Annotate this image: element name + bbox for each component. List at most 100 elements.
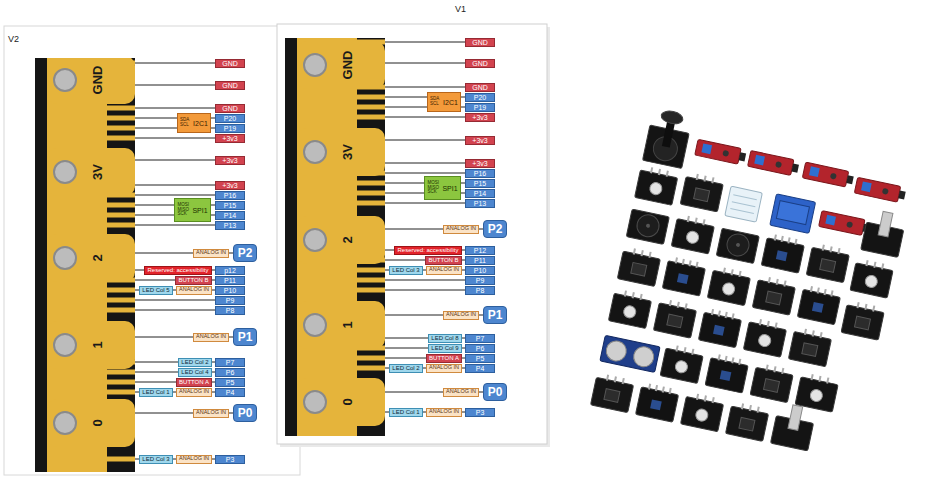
sensor-module xyxy=(750,362,794,402)
led-column-label: LED Col 3 xyxy=(389,266,423,275)
gold-finger xyxy=(357,356,385,361)
led-column-label-text: LED Col 1 xyxy=(392,409,419,415)
pin-label: P7 xyxy=(215,358,245,367)
pin-wire xyxy=(135,138,215,139)
sensor-module xyxy=(591,372,635,412)
pin-label: P20 xyxy=(215,114,245,123)
sensor-module xyxy=(636,382,680,422)
sensor-module xyxy=(761,233,805,273)
pin-label-text: p12 xyxy=(224,267,236,274)
gold-finger xyxy=(107,203,135,208)
led-column-label: LED Col 1 xyxy=(139,388,173,397)
pin-wire xyxy=(135,185,215,186)
sensor-module xyxy=(705,353,749,393)
reserved-label-text: Reserved: accessibility xyxy=(147,267,208,273)
pin-label-text: P20 xyxy=(474,94,486,101)
sensor-module xyxy=(680,172,724,212)
led-column-label-text: LED Col 8 xyxy=(431,335,458,341)
pin-hole xyxy=(304,229,326,251)
button-label-text: BUTTON B xyxy=(428,257,458,263)
led-column-label-text: LED Col 2 xyxy=(392,365,419,371)
pin-ring-name: 2 xyxy=(91,254,104,261)
pin-label-text: P12 xyxy=(474,247,486,254)
panel-card xyxy=(277,24,547,444)
gold-finger xyxy=(107,136,135,141)
sensor-kit-photo xyxy=(591,107,918,460)
pin-hole xyxy=(54,334,76,356)
pin-label-text: P3 xyxy=(226,456,235,463)
sensor-module xyxy=(681,392,725,432)
pin-label: P8 xyxy=(465,286,495,295)
led-column-label: LED Col 5 xyxy=(139,286,173,295)
pin-wire xyxy=(135,160,215,161)
led-column-label: LED Col 3 xyxy=(139,455,173,464)
power-pin-label-text: +3v3 xyxy=(222,182,237,189)
analog-in-tag-text: ANALOG IN xyxy=(429,267,459,273)
pin-wire xyxy=(385,280,465,281)
pin-label-text: P6 xyxy=(476,345,485,352)
pin-label: p12 xyxy=(215,266,245,275)
analog-in-tag: ANALOG IN xyxy=(443,225,479,234)
pin-wire xyxy=(135,225,215,226)
pin-wire xyxy=(385,173,465,174)
analog-in-tag-text: ANALOG IN xyxy=(196,410,226,416)
pin-label-text: P19 xyxy=(474,104,486,111)
button-label: BUTTON A xyxy=(426,354,462,363)
version-label: V1 xyxy=(455,4,466,14)
sensor-module xyxy=(795,372,839,412)
gold-finger xyxy=(107,213,135,218)
pin-label-text: P7 xyxy=(226,359,235,366)
spi-bus-tag-text: SPI1 xyxy=(442,185,457,192)
sensor-module xyxy=(662,256,706,296)
gold-finger xyxy=(107,457,135,462)
pin-label-text: P8 xyxy=(476,287,485,294)
power-pin-label-text: +3v3 xyxy=(472,137,487,144)
pin-label-text: P16 xyxy=(474,170,486,177)
sensor-module xyxy=(707,265,751,305)
led-column-label: LED Col 8 xyxy=(428,334,462,343)
sensor-module xyxy=(802,162,854,188)
i2c-bus-tag-text: SDA SCL xyxy=(180,118,191,127)
gold-pad xyxy=(297,378,385,426)
large-pin-label-text: P0 xyxy=(488,386,503,398)
led-column-label: LED Col 2 xyxy=(178,358,212,367)
sensor-module xyxy=(841,300,885,340)
analog-in-tag: ANALOG IN xyxy=(193,249,229,258)
led-column-label-text: LED Col 3 xyxy=(142,456,169,462)
sensor-module xyxy=(797,285,841,325)
large-pin-label-text: P2 xyxy=(488,223,503,235)
pin-wire xyxy=(385,117,465,118)
pin-label-text: P15 xyxy=(474,180,486,187)
pin-label: P19 xyxy=(215,124,245,133)
sensor-module xyxy=(743,317,787,357)
pin-label-text: P6 xyxy=(226,369,235,376)
pin-label-text: P11 xyxy=(474,257,486,264)
pin-ring-name: GND xyxy=(341,51,354,80)
pin-label: P4 xyxy=(465,364,495,373)
large-pin-label-text: P1 xyxy=(238,331,253,343)
sensor-module xyxy=(854,177,906,203)
analog-in-tag: ANALOG IN xyxy=(426,364,462,373)
pin-ring-name: 3V xyxy=(91,164,104,180)
power-pin-label: +3v3 xyxy=(465,159,495,168)
pin-label-text: P20 xyxy=(224,115,236,122)
sensor-module xyxy=(617,246,661,286)
pin-label-text: P5 xyxy=(476,355,485,362)
analog-in-tag: ANALOG IN xyxy=(443,311,479,320)
pin-label-text: P11 xyxy=(224,277,236,284)
pin-label-text: P4 xyxy=(476,365,485,372)
power-pin-label: +3v3 xyxy=(465,113,495,122)
gold-finger xyxy=(107,126,135,131)
connector-art xyxy=(285,38,385,436)
spi-bus-tag: MOSI MISO SCKSPI1 xyxy=(174,198,211,222)
sensor-module xyxy=(660,343,704,383)
spi-bus-tag-text: SPI1 xyxy=(192,207,207,214)
led-column-label-text: LED Col 1 xyxy=(142,389,169,395)
analog-in-tag: ANALOG IN xyxy=(176,286,212,295)
buzzer-module xyxy=(626,209,669,244)
power-pin-label-text: GND xyxy=(222,105,238,112)
pin-label: P16 xyxy=(465,169,495,178)
large-pin-label: P1 xyxy=(483,306,507,324)
large-pin-label: P1 xyxy=(233,328,257,346)
